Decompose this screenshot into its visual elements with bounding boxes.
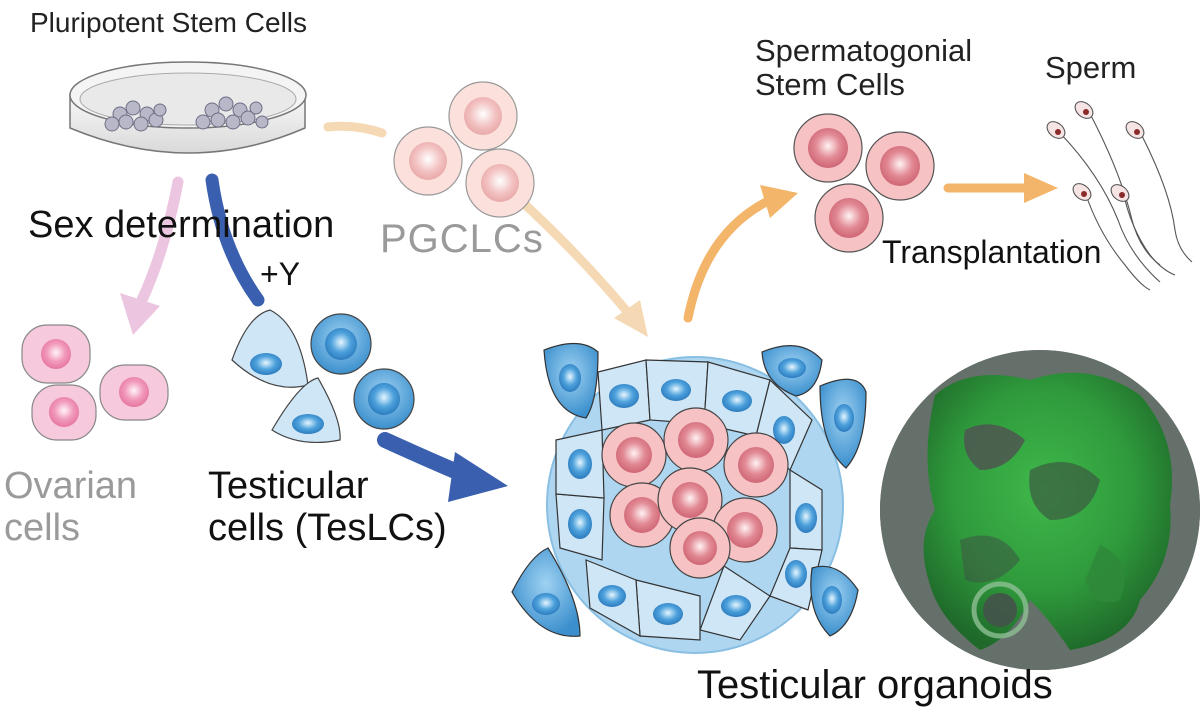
ovarian-cells [21,324,169,441]
ovarian-cell [31,384,97,441]
spermatogonial-stem-cells [793,113,935,253]
testicular-cells [231,309,415,444]
organoid-somatic-nuclei [568,379,817,625]
label-ssc-line1: Spermatogonial [755,33,973,68]
label-ssc-line2: Stem Cells [755,67,905,103]
arrow-transplantation [943,173,1058,203]
fluorescence-micrograph [880,350,1200,670]
label-sperm: Sperm [1045,50,1137,85]
pgclc-cell [448,81,518,151]
ovarian-cell [21,324,91,384]
cell-colony [104,96,269,132]
organoid-outer-cells [511,342,867,637]
label-spermatogonial-stem-cells: Spermatogonial Stem Cells [755,33,973,103]
testicular-organoid [511,342,867,654]
label-testicular-organoids: Testicular organoids [697,663,1053,707]
arrow-pgclcs-to-organoid [515,195,648,337]
label-plus-y: +Y [260,256,301,292]
pgclc-cells [393,81,535,218]
sperm-cell [1110,184,1176,276]
pgclc-cell [465,148,535,218]
label-ovarian-cells: Ovarian cells [4,465,138,550]
ovarian-cell [99,364,169,421]
sperm-cell [1074,101,1161,266]
label-sex-determination: Sex determination [28,204,335,246]
label-ovarian-line2: cells [4,506,81,549]
testicular-cell [353,368,415,430]
sperm-cell [1046,121,1161,283]
label-testicular-line2: cells (TesLCs) [208,506,447,549]
ssc-cell [793,113,863,183]
label-pgclcs: PGCLCs [380,217,544,261]
sperm-cell [1125,121,1193,263]
testicular-cell [231,309,309,388]
label-testicular-cells: Testicular cells (TesLCs) [208,465,447,550]
petri-dish [69,61,307,154]
testicular-cell [271,377,341,444]
label-testicular-line1: Testicular [208,465,369,507]
ssc-cell [865,131,935,201]
label-transplantation: Transplantation [882,234,1102,270]
sperm-cells [1046,101,1193,291]
label-ovarian-line1: Ovarian [4,465,138,507]
arrow-to-organoid [377,432,508,502]
organoid-germ-cells [601,407,789,579]
label-pluripotent-stem-cells: Pluripotent Stem Cells [30,7,308,38]
arrow-to-ovarian [120,176,184,335]
sperm-cell [1072,183,1151,291]
arrow-organoid-to-ssc [683,185,798,323]
testicular-cell [310,313,372,375]
arrow-plus-y [205,173,265,307]
arrow-to-pgclcs [323,121,387,138]
ssc-cell [814,183,884,253]
pgclc-cell [393,126,463,196]
